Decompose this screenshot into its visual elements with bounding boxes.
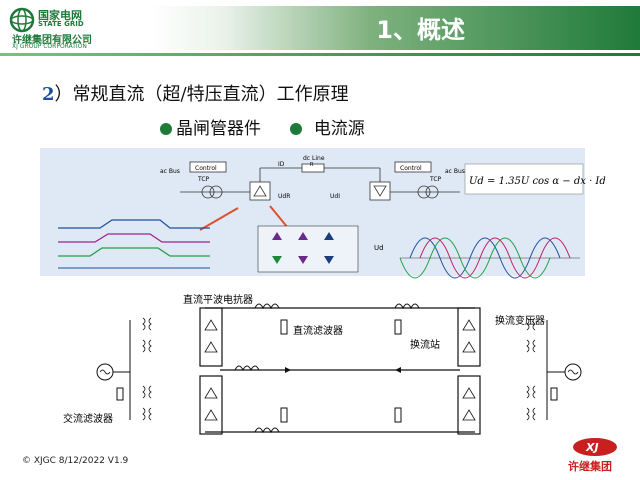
udr-label: UdR: [278, 193, 290, 200]
r-label: R: [310, 162, 314, 168]
control-box-right: [394, 161, 432, 173]
heading-text: ）常规直流（超/特压直流）工作原理: [54, 84, 349, 105]
thyristor-bridge: [257, 225, 359, 273]
arrow-icon: [199, 207, 239, 231]
converter-valve-right-top: [457, 307, 481, 367]
inverter-icon: [369, 181, 391, 201]
state-grid-emblem-icon: [9, 7, 35, 33]
udi-label: UdI: [330, 193, 340, 200]
xj-logo-icon: XJ: [573, 438, 617, 456]
dc-filter-label: 直流滤波器: [293, 324, 343, 337]
transformer-icon: [201, 185, 215, 199]
logo-line3: 许继集团有限公司: [12, 35, 92, 46]
smoothing-reactor-label: 直流平波电抗器: [183, 293, 253, 306]
hvdc-system-diagram: 直流平波电抗器 直流滤波器 换流变压器 换流站 交流滤波器: [55, 290, 595, 450]
control-left-label: Control: [195, 165, 217, 172]
converter-valve-left-top: [199, 307, 223, 367]
control-right-label: Control: [400, 165, 422, 172]
footer-brand-logo: XJ 许继集团: [560, 436, 630, 473]
ac-waveforms: [399, 237, 580, 279]
trigger-waveforms: [58, 219, 210, 269]
company-logo: 国家电网 STATE GRID 许继集团有限公司 XJ GROUP CORPOR…: [8, 6, 148, 50]
bullet-item: 晶闸管器件: [176, 119, 261, 139]
heading-number: 2: [42, 84, 55, 105]
control-box-left: [189, 161, 227, 173]
bullet-dot-icon: [160, 123, 172, 135]
converter-transformer-icon: [142, 317, 536, 421]
footer-copyright: © XJGC 8/12/2022 V1.9: [22, 456, 129, 466]
header-divider: [0, 53, 640, 56]
smoothing-reactor-icon: [254, 303, 280, 310]
converter-transformer-label: 换流变压器: [495, 314, 545, 327]
slide-title: 1、概述: [376, 16, 465, 44]
converter-valve-left-bottom: [199, 375, 223, 435]
tcp-left-label: TCP: [197, 176, 210, 183]
section-heading: 2）常规直流（超/特压直流）工作原理: [42, 80, 349, 106]
dc-filter-icon: [280, 319, 288, 335]
footer-brand-text: 许继集团: [568, 460, 612, 473]
hvdc-principle-diagram: Control TCP ac Bus dc Line R ID UdR UdI …: [40, 148, 606, 279]
id-label: ID: [278, 161, 285, 168]
logo-line1: 国家电网: [38, 9, 82, 22]
formula-box: [464, 163, 584, 195]
bullet-dot-icon: [289, 123, 302, 135]
ac-bus-right-label: ac Bus: [445, 168, 465, 175]
tcp-right-label: TCP: [429, 176, 442, 183]
ac-filter-label: 交流滤波器: [63, 412, 113, 425]
ud-label: Ud: [374, 244, 384, 252]
dc-line-resistor: [301, 163, 325, 173]
bullet-item: 电流源: [313, 119, 365, 139]
rectifier-icon: [249, 181, 271, 201]
dc-line-label: dc Line: [303, 155, 325, 162]
converter-valve-right-bottom: [457, 375, 481, 435]
logo-line2: STATE GRID: [38, 20, 84, 28]
ac-bus-left-label: ac Bus: [160, 168, 180, 175]
logo-line4: XJ GROUP CORPORATION: [12, 43, 87, 50]
formula-text: Ud = 1.35U cos α − dx · Id: [469, 176, 606, 187]
xj-mark: XJ: [585, 441, 599, 454]
converter-station-label: 换流站: [410, 338, 440, 351]
arrow-icon: [269, 205, 289, 229]
bullet-list: 晶闸管器件 电流源: [160, 114, 365, 139]
title-bar: [150, 6, 640, 50]
ac-filter-icon: [116, 387, 124, 401]
